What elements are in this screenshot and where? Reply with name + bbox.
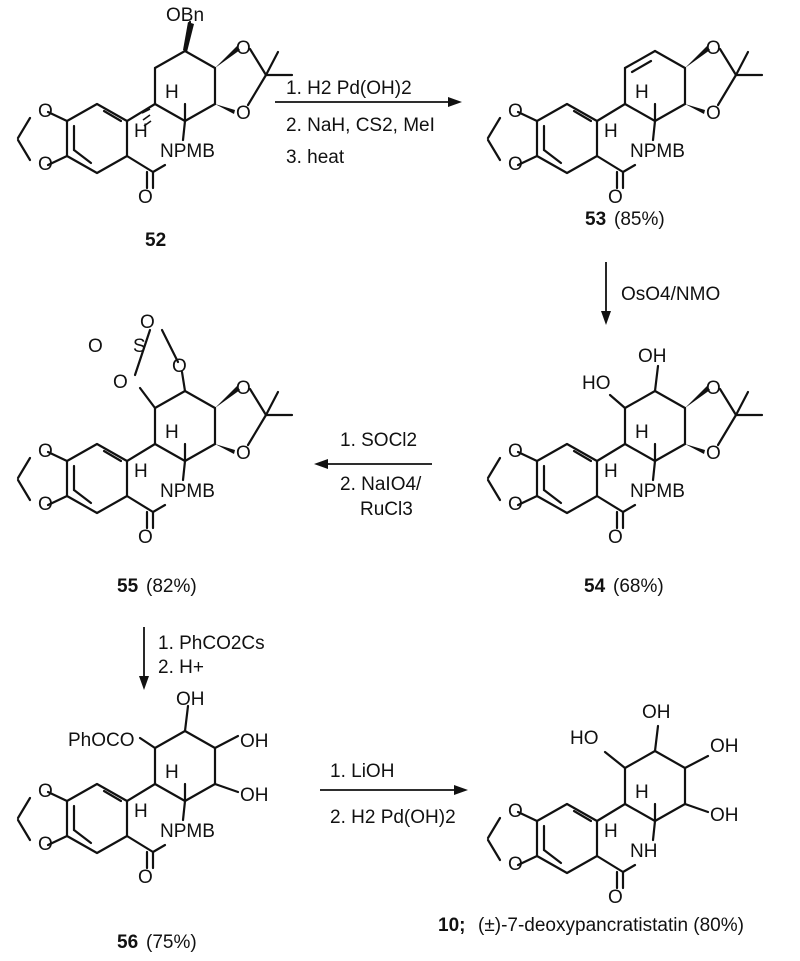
label-s: S xyxy=(133,336,146,357)
compound-yield-55: (82%) xyxy=(146,576,197,597)
arrow-55-to-56 xyxy=(139,627,149,690)
compound-55 xyxy=(16,328,294,530)
label-h: H xyxy=(604,121,618,142)
compound-id-56: 56 xyxy=(117,932,138,953)
atom-labels: OBn O O NPMB O O O H H O O NPMB O O O H … xyxy=(38,5,739,908)
label-o: O xyxy=(38,101,53,122)
label-oh: OH xyxy=(642,702,671,723)
label-h: H xyxy=(604,461,618,482)
compound-id-10: 10; xyxy=(438,915,465,936)
label-o: O xyxy=(138,187,153,208)
label-oh: OH xyxy=(710,805,739,826)
label-phoco: PhOCO xyxy=(68,730,135,751)
compound-ids: 52 53 (85%) 54 (68%) 55 (82%) 56 (75%) 1… xyxy=(117,209,744,953)
label-o: O xyxy=(508,854,523,875)
compound-id-55: 55 xyxy=(117,576,139,597)
label-o: O xyxy=(38,154,53,175)
compound-name-10: (±)-7-deoxypancratistatin (80%) xyxy=(478,915,744,936)
reagent-step: 1. H2 Pd(OH)2 xyxy=(286,78,412,99)
label-npmb: NPMB xyxy=(160,821,215,842)
label-h: H xyxy=(134,461,148,482)
compound-53 xyxy=(486,46,764,190)
label-o: O xyxy=(706,378,721,399)
reagents: 1. H2 Pd(OH)2 2. NaH, CS2, MeI 3. heat O… xyxy=(158,78,720,828)
label-h: H xyxy=(635,782,649,803)
label-h: H xyxy=(165,82,179,103)
label-o: O xyxy=(706,443,721,464)
reagent-step: 1. LiOH xyxy=(330,761,394,782)
label-npmb: NPMB xyxy=(630,481,685,502)
label-o: O xyxy=(508,101,523,122)
reagent-step: 3. heat xyxy=(286,147,345,168)
compound-id-54: 54 xyxy=(584,576,606,597)
compound-id-52: 52 xyxy=(145,230,166,251)
label-o: O xyxy=(508,801,523,822)
label-o: O xyxy=(608,527,623,548)
label-npmb: NPMB xyxy=(160,141,215,162)
compound-yield-56: (75%) xyxy=(146,932,197,953)
label-o: O xyxy=(140,312,155,333)
label-npmb: NPMB xyxy=(630,141,685,162)
label-o: O xyxy=(38,441,53,462)
compound-52 xyxy=(16,20,294,190)
arrow-52-to-53 xyxy=(275,97,462,107)
label-o: O xyxy=(236,378,251,399)
reagent-step: OsO4/NMO xyxy=(621,284,720,305)
label-h: H xyxy=(134,121,148,142)
reagent-step: 1. SOCl2 xyxy=(340,430,417,451)
label-oh: OH xyxy=(240,731,269,752)
label-o: O xyxy=(138,527,153,548)
compound-54 xyxy=(486,364,764,530)
compound-10 xyxy=(486,724,710,890)
reagent-step: 2. NaIO4/ xyxy=(340,474,422,495)
label-o: O xyxy=(508,154,523,175)
label-o: O xyxy=(38,781,53,802)
label-h: H xyxy=(635,422,649,443)
label-o: O xyxy=(706,103,721,124)
label-oh: OH xyxy=(240,785,269,806)
reagent-step: 1. PhCO2Cs xyxy=(158,633,265,654)
label-o: O xyxy=(508,494,523,515)
label-h: H xyxy=(165,422,179,443)
label-o: O xyxy=(38,494,53,515)
label-o: O xyxy=(113,372,128,393)
label-o: O xyxy=(508,441,523,462)
label-o: O xyxy=(236,38,251,59)
compound-yield-53: (85%) xyxy=(614,209,665,230)
label-o: O xyxy=(138,867,153,888)
compound-id-53: 53 xyxy=(585,209,606,230)
label-h: H xyxy=(165,762,179,783)
label-oh: OH xyxy=(710,736,739,757)
compound-yield-54: (68%) xyxy=(613,576,664,597)
label-h: H xyxy=(604,821,618,842)
label-o: O xyxy=(88,336,103,357)
label-o: O xyxy=(236,103,251,124)
compound-56 xyxy=(16,704,240,870)
label-o: O xyxy=(172,356,187,377)
arrow-56-to-10 xyxy=(320,785,468,795)
label-obn: OBn xyxy=(166,5,204,26)
label-oh: OH xyxy=(638,346,667,367)
reagent-step: 2. NaH, CS2, MeI xyxy=(286,115,435,136)
label-h: H xyxy=(635,82,649,103)
label-o: O xyxy=(608,887,623,908)
label-ho: HO xyxy=(582,373,611,394)
label-ho: HO xyxy=(570,728,599,749)
label-nh: NH xyxy=(630,841,657,862)
label-o: O xyxy=(608,187,623,208)
label-o: O xyxy=(38,834,53,855)
reagent-step: RuCl3 xyxy=(360,499,413,520)
reagent-step: 2. H2 Pd(OH)2 xyxy=(330,807,456,828)
reagent-step: 2. H+ xyxy=(158,657,204,678)
arrow-54-to-55 xyxy=(314,459,432,469)
label-npmb: NPMB xyxy=(160,481,215,502)
label-h: H xyxy=(134,801,148,822)
label-oh: OH xyxy=(176,689,205,710)
arrow-53-to-54 xyxy=(601,262,611,325)
label-o: O xyxy=(236,443,251,464)
label-o: O xyxy=(706,38,721,59)
